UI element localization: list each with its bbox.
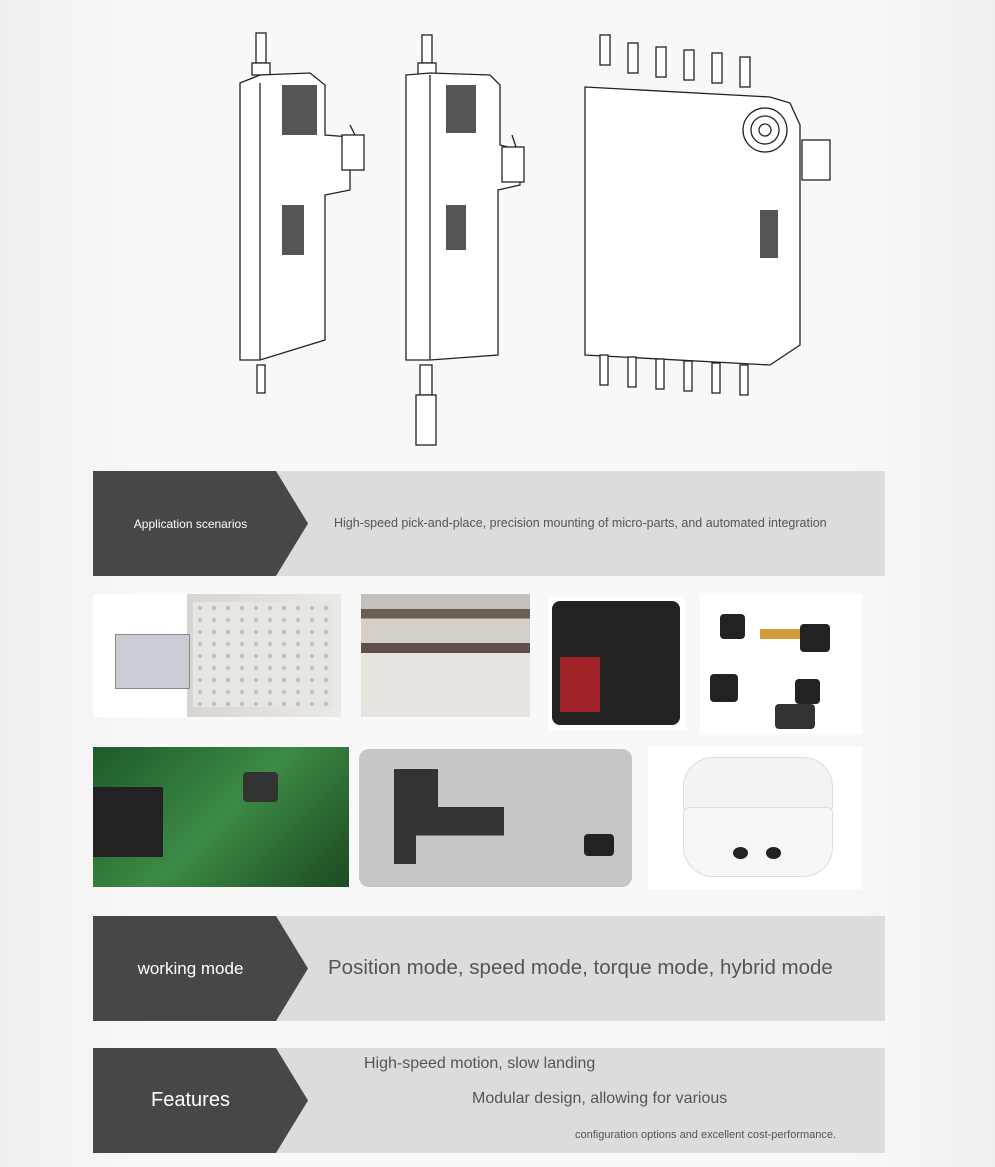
feature-line-2: Modular design, allowing for various	[472, 1090, 728, 1107]
features-banner: Features High-speed motion, slow landing…	[93, 1048, 885, 1153]
banner-text: Position mode, speed mode, torque mode, …	[328, 956, 833, 979]
photo-camera-module-board	[548, 597, 686, 730]
banner-text: High-speed pick-and-place, precision mou…	[334, 516, 827, 530]
photo-pick-and-place-machine	[93, 594, 341, 717]
single-axis-unit-1	[239, 32, 365, 394]
banner-arrow	[93, 916, 308, 1021]
product-line-drawing	[239, 32, 831, 446]
banner-arrow	[93, 471, 308, 576]
banner-label: Features	[151, 1089, 230, 1111]
banner-arrow	[93, 1048, 308, 1153]
banner-label: working mode	[137, 958, 244, 978]
photo-wireless-earbuds-case	[648, 747, 862, 889]
photo-smd-components-tape	[361, 594, 530, 717]
application-scenarios-banner: Application scenarios High-speed pick-an…	[93, 471, 885, 576]
feature-line-3: configuration options and excellent cost…	[575, 1129, 837, 1141]
photo-pcb-closeup	[93, 747, 349, 887]
banner-label: Application scenarios	[133, 516, 248, 531]
working-mode-banner: working mode Position mode, speed mode, …	[93, 916, 885, 1021]
feature-line-1: High-speed motion, slow landing	[364, 1055, 596, 1072]
photo-phone-back-flex-cable	[359, 749, 632, 887]
photo-camera-modules	[700, 594, 862, 734]
single-axis-unit-2	[405, 34, 525, 446]
six-axis-unit	[584, 34, 831, 396]
